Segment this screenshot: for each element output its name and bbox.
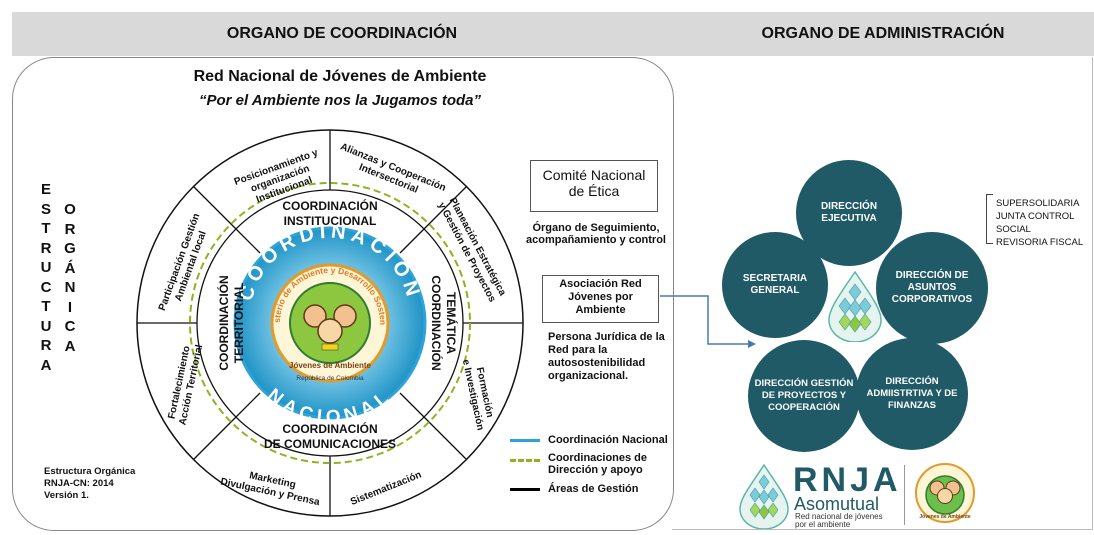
svg-text:DE COMUNICACIONES: DE COMUNICACIONES [264, 437, 396, 451]
coordination-dashed-ring [189, 182, 471, 464]
control-bracket [986, 194, 993, 244]
legend: Coordinación Nacional Coordinaciones de … [510, 432, 670, 497]
asociacion-description: Persona Jurídica de la Red para la autos… [548, 331, 665, 382]
vertical-word-organica: O R G Á N I C A [64, 201, 76, 355]
svg-text:TERRITORIAL: TERRITORIAL [232, 283, 246, 363]
svg-text:TEMÁTICA: TEMÁTICA [444, 292, 459, 354]
comite-etica-box: Comité Nacional de Ética [530, 160, 658, 212]
legend-swatch-direccion [510, 459, 540, 462]
organizational-wheel: COORDINACIÓN NACIONAL Ministerio de Ambi… [130, 118, 524, 517]
coordinacion-institucional-label: COORDINACIÓN [282, 198, 377, 213]
brand-sub: Asomutual [794, 494, 880, 514]
wheel-inner-ring [196, 189, 464, 457]
header-coordinacion: ORGANO DE COORDINACIÓN [226, 25, 458, 42]
coordinacion-comunicaciones-label: COORDINACIÓN [282, 421, 377, 436]
control-revisoria: REVISORIA FISCAL [996, 237, 1084, 248]
vertical-word-estructura: E S T R U C T U R A [40, 181, 52, 374]
coordinacion-territorial-label: COORDINACIÓN [216, 275, 231, 370]
control-junta: JUNTA CONTROL SOCIAL [996, 211, 1075, 235]
diagram-title: Red Nacional de Jóvenes de Ambiente [193, 68, 487, 85]
control-supersolidaria: SUPERSOLIDARIA [996, 198, 1080, 209]
logo-country-text: República de Colombia [296, 375, 364, 382]
svg-text:INSTITUCIONAL: INSTITUCIONAL [284, 214, 377, 228]
legend-label-nacional: Coordinación Nacional [548, 434, 668, 446]
legend-swatch-areas [510, 487, 540, 491]
area-dividers [137, 130, 523, 516]
brand-tagline: Red nacional de jóvenes por el ambiente [795, 512, 883, 529]
comite-title-2: de Ética [568, 183, 620, 199]
asociacion-box: Asociación Red Jóvenes por Ambiente [542, 275, 659, 323]
control-bodies: SUPERSOLIDARIA JUNTA CONTROL SOCIAL REVI… [996, 197, 1094, 249]
brand-separator [904, 465, 905, 525]
legend-label-direccion: Coordinaciones de [548, 452, 648, 464]
logo-band-text: Jóvenes de Ambiente [289, 361, 372, 370]
brand-name: RNJA [793, 461, 902, 499]
comite-description: Órgano de Seguimiento, acompañamiento y … [526, 222, 666, 246]
coordinacion-tematica-label: COORDINACIÓN [429, 275, 444, 370]
link-arrow [660, 295, 756, 348]
footnote: Estructura Orgánica RNJA-CN: 2014 Versió… [44, 466, 136, 501]
header-administracion: ORGANO DE ADMINISTRACIÓN [761, 25, 1005, 42]
jovenes-ambiente-logo-icon: Jóvenes de Ambiente [915, 463, 975, 523]
diagram-slogan: “Por el Ambiente nos la Jugamos toda” [199, 92, 481, 109]
header-bar-right: ORGANO DE ADMINISTRACIÓN [672, 12, 1094, 56]
rnja-droplet-icon [739, 463, 789, 529]
svg-text:Jóvenes de Ambiente: Jóvenes de Ambiente [919, 514, 970, 520]
comite-title-1: Comité Nacional [542, 167, 646, 183]
header-bar-left: ORGANO DE COORDINACIÓN [12, 12, 672, 56]
legend-swatch-nacional [510, 438, 540, 442]
droplet-logo-icon [828, 270, 882, 342]
legend-label-areas: Áreas de Gestión [548, 483, 639, 495]
